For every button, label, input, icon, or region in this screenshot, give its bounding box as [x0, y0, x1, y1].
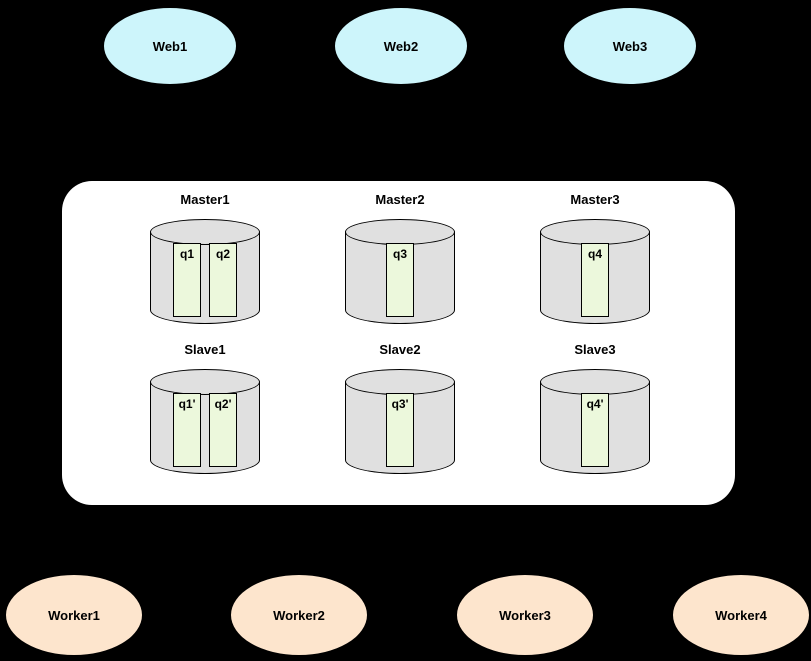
database-cylinder-icon: q3 — [345, 219, 455, 324]
cylinder-body — [150, 232, 260, 324]
worker-node-label: Worker2 — [273, 607, 325, 623]
database-cylinder-icon: q4' — [540, 369, 650, 474]
slave-db-3: Slave3 q4' — [540, 341, 650, 474]
queue-q4-mirror: q4' — [581, 393, 609, 467]
queue-q1: q1 — [173, 243, 201, 317]
master-db-3: Master3 q4 — [540, 191, 650, 324]
cylinder-top — [345, 369, 455, 395]
queue-label: q1 — [179, 247, 194, 261]
database-cylinder-icon: q1 q2 — [150, 219, 260, 324]
web-node-1: Web1 — [102, 6, 238, 86]
cylinder-top — [540, 219, 650, 245]
worker-node-3: Worker3 — [455, 573, 595, 657]
master-db-2: Master2 q3 — [345, 191, 455, 324]
web-node-label: Web1 — [152, 38, 188, 54]
worker-node-label: Worker4 — [715, 607, 767, 623]
worker-node-4: Worker4 — [671, 573, 811, 657]
queue-label: q1' — [178, 397, 196, 411]
cylinder-top — [345, 219, 455, 245]
queue-label: q2' — [214, 397, 232, 411]
cylinder-body — [150, 382, 260, 474]
queue-q1-mirror: q1' — [173, 393, 201, 467]
queue-q4: q4 — [581, 243, 609, 317]
queue-label: q4' — [586, 397, 604, 411]
database-cylinder-icon: q1' q2' — [150, 369, 260, 474]
web-node-3: Web3 — [562, 6, 698, 86]
cylinder-top — [150, 369, 260, 395]
master-db-1: Master1 q1 q2 — [150, 191, 260, 324]
master-db-label: Master3 — [570, 192, 620, 207]
web-node-2: Web2 — [333, 6, 469, 86]
slave-db-label: Slave1 — [184, 342, 226, 357]
slave-db-1: Slave1 q1' q2' — [150, 341, 260, 474]
worker-node-label: Worker1 — [48, 607, 100, 623]
queue-q2-mirror: q2' — [209, 393, 237, 467]
queue-q3-mirror: q3' — [386, 393, 414, 467]
web-node-label: Web2 — [383, 38, 419, 54]
cluster-container: Master1 q1 q2 Master2 q3 — [62, 181, 735, 505]
slave-db-label: Slave3 — [574, 342, 616, 357]
queue-label: q3' — [391, 397, 409, 411]
worker-node-2: Worker2 — [229, 573, 369, 657]
worker-node-label: Worker3 — [499, 607, 551, 623]
database-cylinder-icon: q4 — [540, 219, 650, 324]
queue-q3: q3 — [386, 243, 414, 317]
queue-label: q2 — [215, 247, 230, 261]
web-node-label: Web3 — [612, 38, 648, 54]
cylinder-top — [540, 369, 650, 395]
worker-node-1: Worker1 — [4, 573, 144, 657]
database-cylinder-icon: q3' — [345, 369, 455, 474]
cylinder-top — [150, 219, 260, 245]
slave-db-2: Slave2 q3' — [345, 341, 455, 474]
master-db-label: Master2 — [375, 192, 425, 207]
queue-label: q3 — [392, 247, 407, 261]
slave-db-label: Slave2 — [379, 342, 421, 357]
master-db-label: Master1 — [180, 192, 230, 207]
queue-label: q4 — [587, 247, 602, 261]
queue-q2: q2 — [209, 243, 237, 317]
